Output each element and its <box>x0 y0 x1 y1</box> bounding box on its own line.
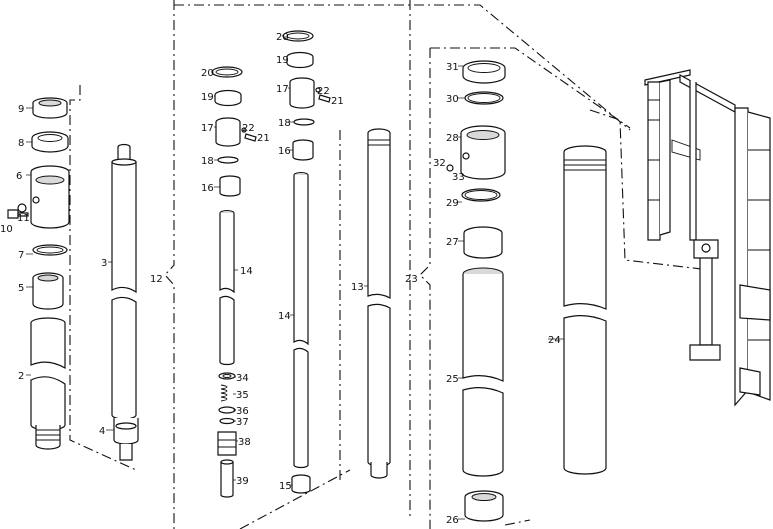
label-14b: 14 <box>278 311 291 322</box>
label-16a: 16 <box>201 183 214 194</box>
label-35: 35 <box>236 390 249 401</box>
label-9: 9 <box>18 104 24 115</box>
label-39: 39 <box>236 476 249 487</box>
label-11: 11 <box>17 213 30 224</box>
label-2: 2 <box>18 371 24 382</box>
right-assembly <box>446 60 506 522</box>
label-38: 38 <box>238 437 251 448</box>
label-12: 12 <box>150 274 163 285</box>
label-31: 31 <box>446 62 459 73</box>
label-28: 28 <box>446 133 459 144</box>
label-10: 10 <box>0 224 13 235</box>
rod-13 <box>367 128 391 479</box>
mid-right-assembly <box>282 30 331 494</box>
label-23: 23 <box>405 274 418 285</box>
label-6: 6 <box>16 171 22 182</box>
label-20b: 20 <box>276 32 289 43</box>
label-25: 25 <box>446 374 459 385</box>
label-17a: 17 <box>201 123 214 134</box>
label-26: 26 <box>446 515 459 526</box>
label-17b: 17 <box>276 84 289 95</box>
label-24: 24 <box>548 335 561 346</box>
label-22b: 22 <box>317 86 330 97</box>
label-34: 34 <box>236 373 249 384</box>
part-labels: 9 8 6 10 11 7 5 2 3 4 12 20 19 17 22 21 … <box>0 32 561 526</box>
label-4: 4 <box>99 426 105 437</box>
mast-frame <box>644 69 771 407</box>
mid-left-assembly <box>211 66 257 498</box>
label-30: 30 <box>446 94 459 105</box>
label-5: 5 <box>18 283 24 294</box>
label-37: 37 <box>236 417 249 428</box>
label-3: 3 <box>101 258 107 269</box>
label-20a: 20 <box>201 68 214 79</box>
section-dividers <box>69 0 711 529</box>
tube-24 <box>563 145 607 475</box>
label-36: 36 <box>236 406 249 417</box>
label-29: 29 <box>446 198 459 209</box>
label-33: 33 <box>452 172 465 183</box>
leader-lines <box>26 36 564 520</box>
label-18a: 18 <box>201 156 214 167</box>
label-32: 32 <box>433 158 446 169</box>
label-27: 27 <box>446 237 459 248</box>
label-14a: 14 <box>240 266 253 277</box>
label-15: 15 <box>279 481 292 492</box>
label-19a: 19 <box>201 92 214 103</box>
left-assembly <box>7 97 70 450</box>
label-22a: 22 <box>242 123 255 134</box>
label-19b: 19 <box>276 55 289 66</box>
label-8: 8 <box>18 138 24 149</box>
label-7: 7 <box>18 250 24 261</box>
label-16b: 16 <box>278 146 291 157</box>
label-21b: 21 <box>331 96 344 107</box>
label-21a: 21 <box>257 133 270 144</box>
left-rod <box>111 143 139 461</box>
label-18b: 18 <box>278 118 291 129</box>
label-13: 13 <box>351 282 364 293</box>
